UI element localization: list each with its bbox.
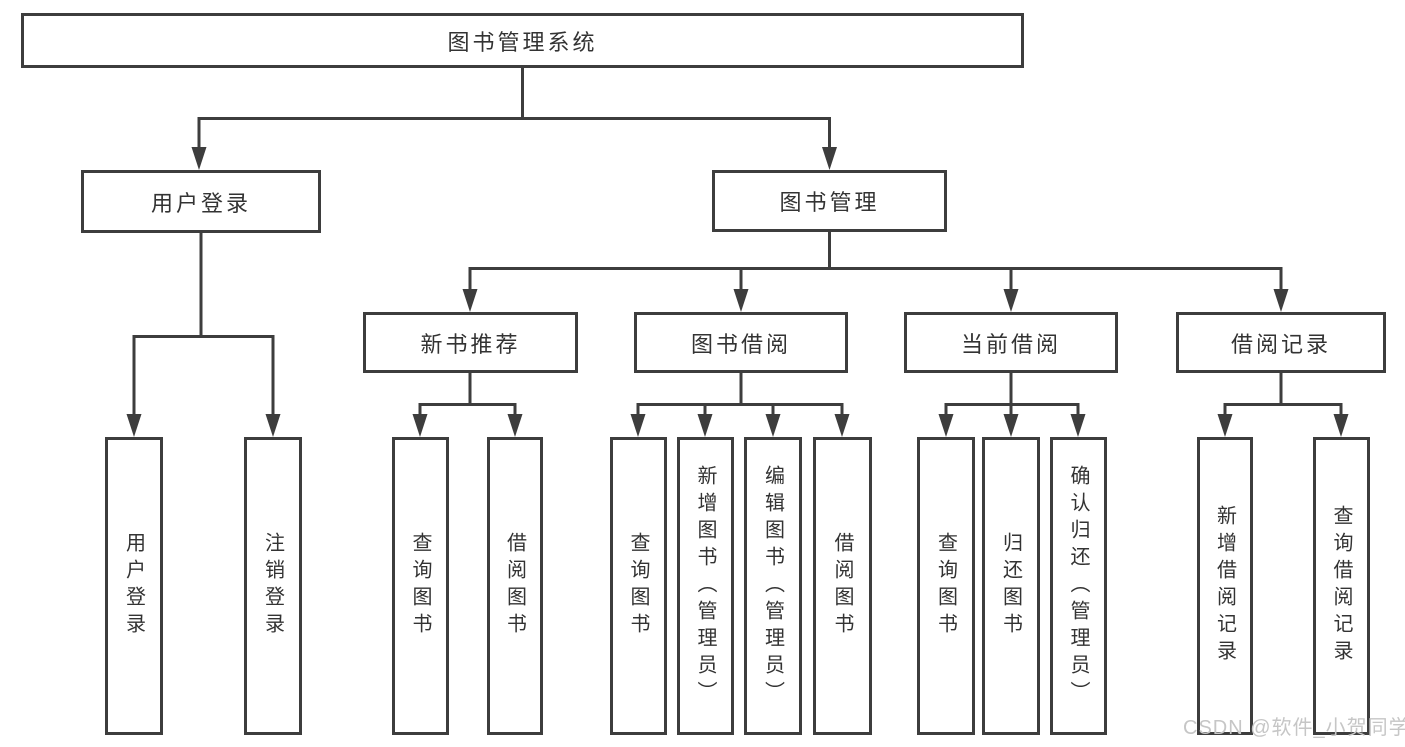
- node-book-management: 图书管理: [712, 170, 947, 232]
- arrowhead-icon: [834, 414, 850, 437]
- leaf-current-return-label: 归还图书: [999, 532, 1022, 640]
- leaf-logout-label: 注销登录: [261, 532, 284, 640]
- leaf-borrow-borrow: 借阅图书: [813, 437, 872, 735]
- leaf-borrow-query: 查询图书: [610, 437, 667, 735]
- leaf-records-add-label: 新增借阅记录: [1213, 505, 1236, 667]
- leaf-borrow-add-admin-label: 新增图书（管理员）: [694, 464, 716, 708]
- arrowhead-icon: [1003, 414, 1019, 437]
- leaf-records-query: 查询借阅记录: [1313, 437, 1370, 735]
- arrowhead-icon: [126, 414, 142, 437]
- watermark: CSDN @软件_小贺同学: [1183, 717, 1405, 739]
- leaf-logout: 注销登录: [244, 437, 302, 735]
- arrowhead-icon: [938, 414, 954, 437]
- leaf-borrow-query-label: 查询图书: [627, 532, 649, 640]
- leaf-borrow-add-admin: 新增图书（管理员）: [677, 437, 734, 735]
- arrowhead-icon: [765, 414, 781, 437]
- arrowhead-icon: [1333, 414, 1349, 437]
- node-book-management-label: 图书管理: [779, 190, 880, 215]
- leaf-newbook-query: 查询图书: [392, 437, 449, 735]
- arrowhead-icon: [630, 414, 646, 437]
- node-borrow-records: 借阅记录: [1176, 312, 1386, 373]
- arrowhead-icon: [822, 147, 837, 170]
- leaf-newbook-borrow: 借阅图书: [487, 437, 543, 735]
- leaf-current-query: 查询图书: [917, 437, 975, 735]
- leaf-newbook-query-label: 查询图书: [409, 532, 431, 640]
- arrowhead-icon: [697, 414, 713, 437]
- leaf-current-query-label: 查询图书: [934, 532, 957, 640]
- node-borrow-records-label: 借阅记录: [1230, 331, 1331, 357]
- arrowhead-icon: [1217, 414, 1233, 437]
- node-user-login: 用户登录: [81, 170, 321, 233]
- leaf-current-confirm-admin-label: 确认归还（管理员）: [1067, 464, 1089, 708]
- node-root-label: 图书管理系统: [447, 29, 598, 55]
- arrowhead-icon: [733, 289, 749, 312]
- leaf-borrow-edit-admin: 编辑图书（管理员）: [744, 437, 802, 735]
- arrowhead-icon: [1003, 289, 1019, 312]
- leaf-user-login: 用户登录: [105, 437, 163, 735]
- node-current-borrow-label: 当前借阅: [960, 331, 1061, 357]
- leaf-current-return: 归还图书: [982, 437, 1040, 735]
- arrowhead-icon: [1070, 414, 1086, 437]
- arrowhead-icon: [191, 147, 207, 170]
- leaf-records-add: 新增借阅记录: [1197, 437, 1253, 735]
- leaf-newbook-borrow-label: 借阅图书: [503, 532, 526, 640]
- node-current-borrow: 当前借阅: [904, 312, 1118, 373]
- arrowhead-icon: [462, 289, 478, 312]
- arrowhead-icon: [507, 414, 523, 437]
- arrowhead-icon: [412, 414, 428, 437]
- node-user-login-label: 用户登录: [150, 190, 251, 216]
- leaf-current-confirm-admin: 确认归还（管理员）: [1050, 437, 1107, 735]
- leaf-records-query-label: 查询借阅记录: [1330, 505, 1352, 667]
- node-book-borrow: 图书借阅: [634, 312, 848, 373]
- leaf-user-login-label: 用户登录: [122, 532, 145, 640]
- leaf-borrow-edit-admin-label: 编辑图书（管理员）: [761, 464, 784, 708]
- arrowhead-icon: [1273, 289, 1289, 312]
- node-root: 图书管理系统: [21, 13, 1024, 68]
- arrowhead-icon: [265, 414, 281, 437]
- leaf-borrow-borrow-label: 借阅图书: [831, 532, 853, 640]
- node-new-book-recommend-label: 新书推荐: [420, 331, 521, 357]
- node-book-borrow-label: 图书借阅: [690, 331, 791, 357]
- node-new-book-recommend: 新书推荐: [363, 312, 578, 373]
